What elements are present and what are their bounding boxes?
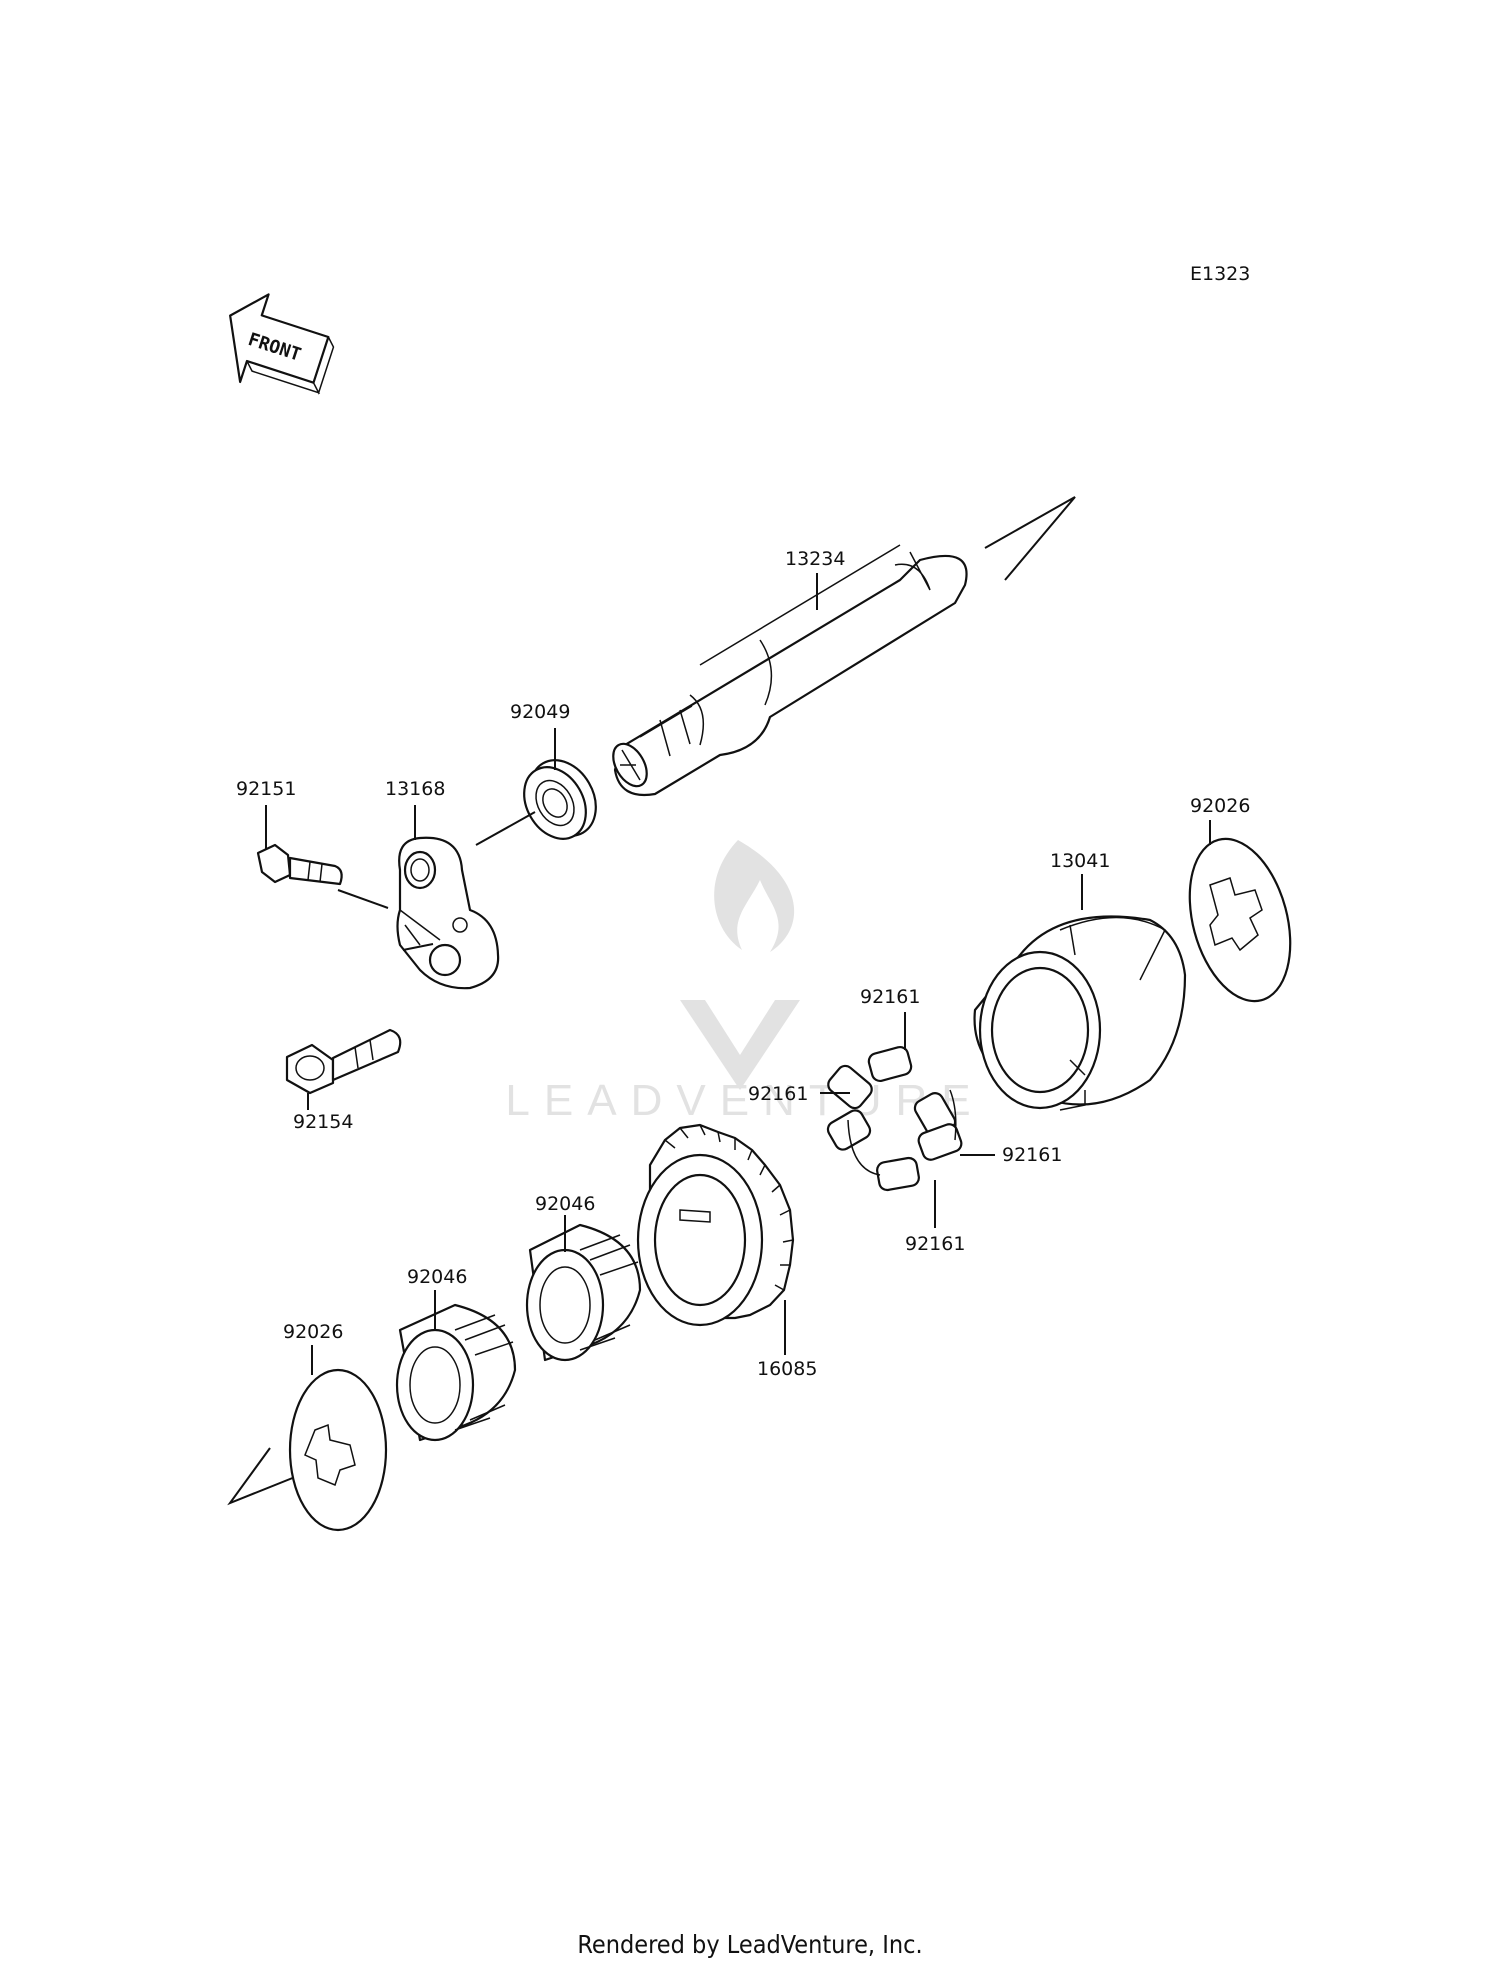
bearing-92049 bbox=[523, 759, 597, 840]
gear-16085 bbox=[636, 1123, 795, 1327]
part-label-13234[interactable]: 13234 bbox=[785, 548, 845, 570]
damper-segments-92161 bbox=[826, 1045, 963, 1192]
part-label-92026-left[interactable]: 92026 bbox=[283, 1321, 343, 1343]
diagram-code: E1323 bbox=[1190, 263, 1250, 285]
needle-bearing-92046-lower bbox=[395, 1303, 517, 1442]
part-label-92046-upper[interactable]: 92046 bbox=[535, 1193, 595, 1215]
watermark-text: LEADVENTURE bbox=[505, 1076, 984, 1125]
part-label-92151[interactable]: 92151 bbox=[236, 778, 296, 800]
part-label-92161-left[interactable]: 92161 bbox=[748, 1083, 808, 1105]
bolt-92154 bbox=[285, 1028, 402, 1095]
part-label-92161-bottom[interactable]: 92161 bbox=[905, 1233, 965, 1255]
clutch-housing-13041 bbox=[973, 915, 1187, 1111]
part-label-92154[interactable]: 92154 bbox=[293, 1111, 353, 1133]
part-label-92161-top[interactable]: 92161 bbox=[860, 986, 920, 1008]
footer-credit: Rendered by LeadVenture, Inc. bbox=[577, 1930, 923, 1959]
part-label-92026-right[interactable]: 92026 bbox=[1190, 795, 1250, 817]
bolt-92151 bbox=[256, 843, 343, 886]
washer-92026-right bbox=[1188, 837, 1292, 1003]
axis-arrow-top bbox=[984, 496, 1076, 581]
lever-13168 bbox=[396, 836, 500, 990]
part-label-92161-right[interactable]: 92161 bbox=[1002, 1144, 1062, 1166]
part-label-16085[interactable]: 16085 bbox=[757, 1358, 817, 1380]
front-arrow-icon: FRONT bbox=[229, 293, 335, 395]
part-labels: 13234 92049 92151 13168 92154 92026 1304… bbox=[236, 548, 1250, 1380]
part-label-13168[interactable]: 13168 bbox=[385, 778, 445, 800]
shaft-13234 bbox=[612, 544, 968, 797]
part-label-92049[interactable]: 92049 bbox=[510, 701, 570, 723]
part-label-92046-lower[interactable]: 92046 bbox=[407, 1266, 467, 1288]
needle-bearing-92046-upper bbox=[525, 1223, 642, 1362]
washer-92026-left bbox=[288, 1368, 388, 1532]
part-label-13041[interactable]: 13041 bbox=[1050, 850, 1110, 872]
leader-lines bbox=[265, 573, 1211, 1375]
leadventure-watermark: LEADVENTURE bbox=[505, 840, 984, 1125]
